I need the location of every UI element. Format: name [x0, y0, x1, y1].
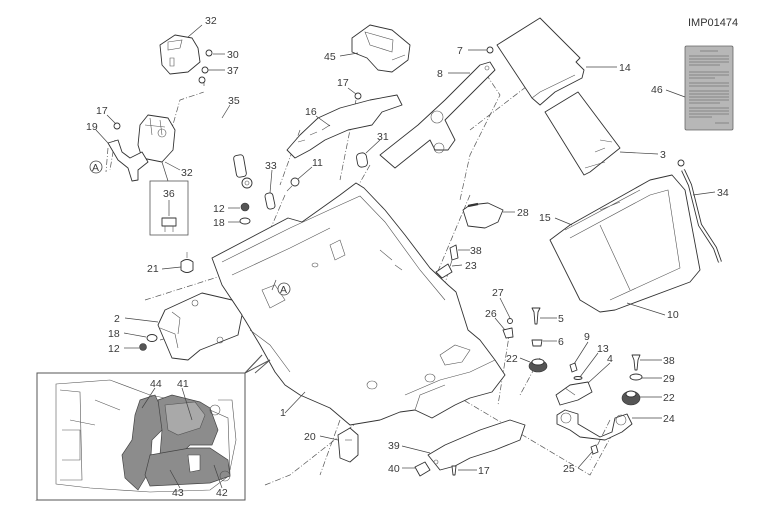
- callout-46: 46: [651, 84, 663, 96]
- part-screw-5: [528, 307, 548, 373]
- part-screw-30: [198, 49, 213, 84]
- part-grommet-31: [356, 152, 368, 168]
- part-clip-26: [502, 318, 514, 339]
- part-latch-4: [555, 362, 593, 406]
- part-cover-45: [351, 24, 411, 73]
- callout-26: 26: [485, 308, 497, 320]
- callout-5: 5: [558, 313, 564, 325]
- callout-32a: 32: [205, 15, 217, 27]
- callout-35: 35: [228, 95, 240, 107]
- inset-view: [35, 354, 271, 501]
- callout-38a: 38: [470, 245, 482, 257]
- part-bracket-24: [556, 409, 633, 441]
- callout-13: 13: [597, 343, 609, 355]
- callout-21: 21: [147, 263, 159, 275]
- svg-text:A: A: [280, 284, 287, 296]
- part-relay-cover: [159, 34, 201, 75]
- part-ecu-2: [139, 292, 243, 361]
- part-rear-tray: [211, 182, 506, 426]
- callout-9: 9: [584, 331, 590, 343]
- reference-marker-a-main: A: [271, 279, 291, 296]
- callout-31: 31: [377, 131, 389, 143]
- callout-30: 30: [227, 49, 239, 61]
- callout-2: 2: [114, 313, 120, 325]
- callout-25: 25: [563, 463, 575, 475]
- part-rubber-mount-21: [180, 252, 194, 273]
- part-screw-11: [286, 177, 300, 192]
- warning-label-46: [684, 45, 734, 131]
- callout-15: 15: [539, 212, 551, 224]
- callout-6: 6: [558, 336, 564, 348]
- callout-22b: 22: [663, 392, 675, 404]
- callout-27: 27: [492, 287, 504, 299]
- part-cap-28: [462, 202, 504, 229]
- callout-23: 23: [465, 260, 477, 272]
- svg-text:A: A: [92, 162, 99, 174]
- callout-20: 20: [304, 431, 316, 443]
- reference-marker-a-left: A: [89, 147, 109, 174]
- part-relay: [137, 114, 176, 163]
- part-cable-34: [677, 159, 722, 263]
- callout-7: 7: [457, 45, 463, 57]
- diagram-code: IMP01474: [688, 17, 738, 29]
- callout-14: 14: [619, 62, 631, 74]
- callout-24: 24: [663, 413, 675, 425]
- callout-43: 43: [172, 487, 184, 499]
- callout-12b: 12: [108, 343, 120, 355]
- callout-18a: 18: [213, 217, 225, 229]
- callout-28: 28: [517, 207, 529, 219]
- callout-42: 42: [216, 487, 228, 499]
- callout-17c: 17: [478, 465, 490, 477]
- part-grommet-33: [264, 192, 276, 210]
- callout-1: 1: [280, 407, 286, 419]
- callout-4: 4: [607, 353, 613, 365]
- part-rubber-cap-20: [337, 427, 359, 463]
- callout-11: 11: [312, 157, 323, 169]
- part-cable-35: [200, 84, 253, 189]
- callout-17a: 17: [96, 105, 108, 117]
- callout-39: 39: [388, 440, 400, 452]
- insulation-43-42: [144, 447, 231, 487]
- part-nut-washer-upper: [239, 202, 251, 225]
- part-bracket-19: [107, 122, 149, 182]
- callout-10: 10: [667, 309, 679, 321]
- callout-19: 19: [86, 121, 98, 133]
- callout-37: 37: [227, 65, 239, 77]
- part-battery-tray-10: [549, 174, 701, 313]
- callout-29: 29: [663, 373, 675, 385]
- callout-44: 44: [150, 378, 162, 390]
- callout-32b: 32: [181, 167, 193, 179]
- callout-16: 16: [305, 106, 317, 118]
- part-document-holder-3: [544, 91, 621, 176]
- callout-8: 8: [437, 68, 443, 80]
- callout-40: 40: [388, 463, 400, 475]
- callout-17b: 17: [337, 77, 349, 89]
- callout-12a: 12: [213, 203, 225, 215]
- callout-3: 3: [660, 149, 666, 161]
- part-screw-38-right: [621, 354, 643, 406]
- callout-38b: 38: [663, 355, 675, 367]
- part-holder-16: [286, 92, 403, 159]
- callout-36: 36: [163, 188, 175, 200]
- part-cover-14: [496, 17, 585, 106]
- part-guard-39: [414, 419, 526, 477]
- callout-45: 45: [324, 51, 336, 63]
- callout-33: 33: [265, 160, 277, 172]
- callouts: 32 30 37 35 17 19 32 36 12 18 21 33: [86, 15, 729, 499]
- part-screw-25: [590, 444, 599, 455]
- part-clamp-23: [435, 244, 459, 279]
- callout-18b: 18: [108, 328, 120, 340]
- callout-41: 41: [177, 378, 189, 390]
- callout-22a: 22: [506, 353, 518, 365]
- callout-34: 34: [717, 187, 729, 199]
